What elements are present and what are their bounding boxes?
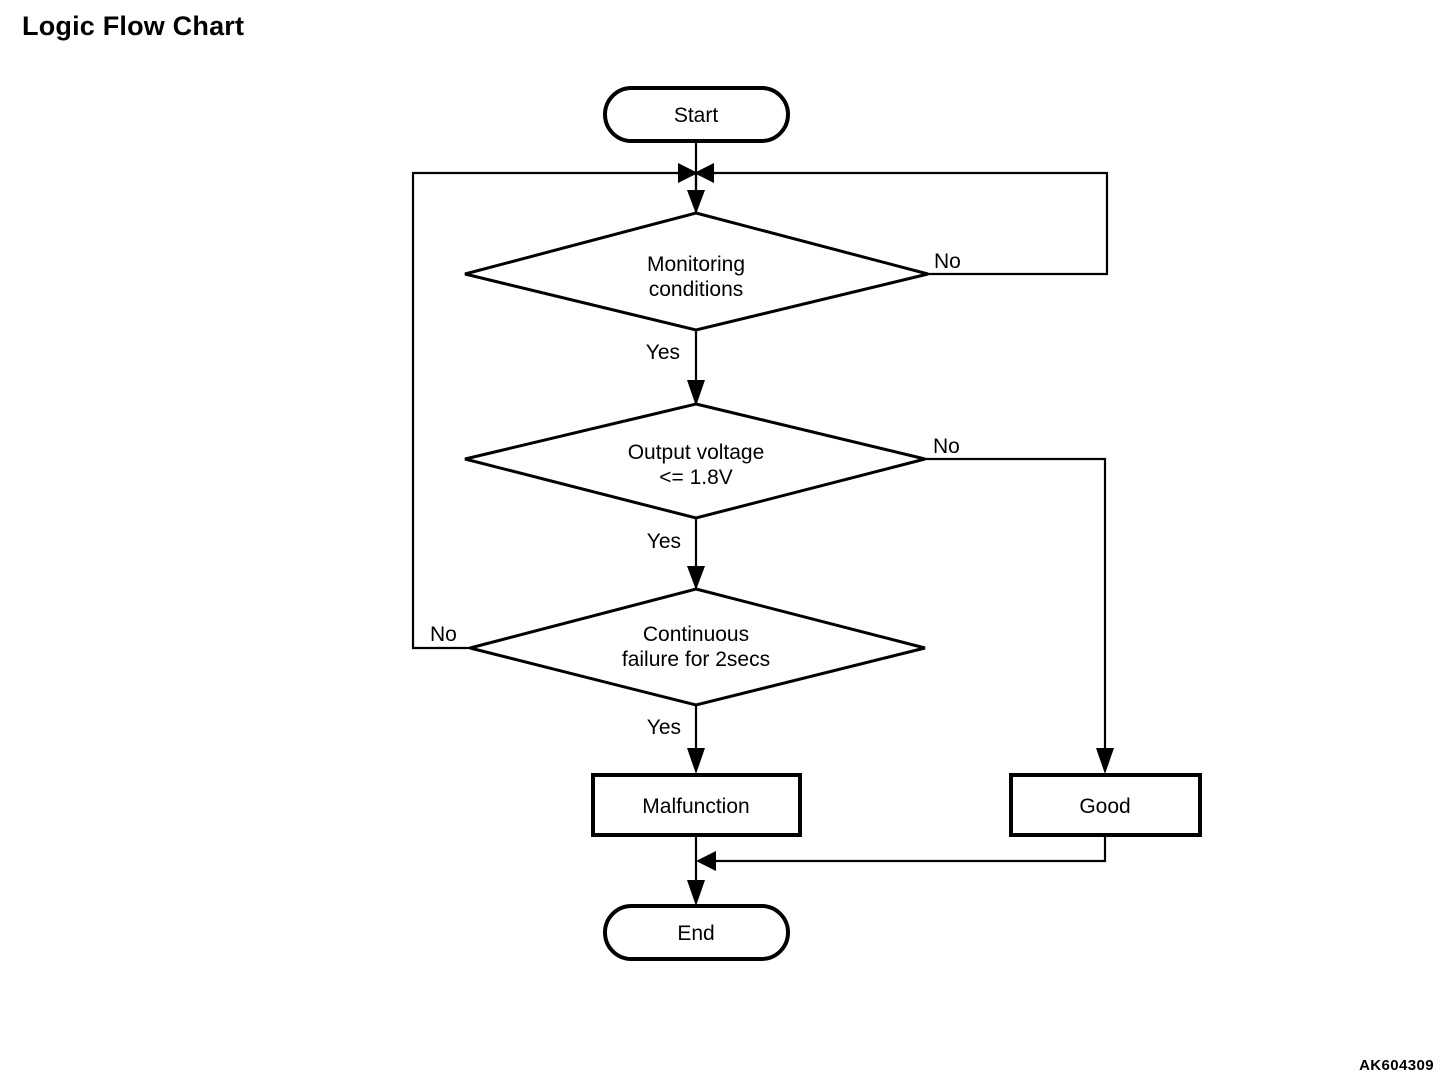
arrowhead-into-voltage [687,380,705,406]
continuous-failure-shape [469,587,926,707]
output-voltage-label-line2: <= 1.8V [659,466,733,489]
edge-label-voltage-no: No [933,435,960,458]
arrowhead-into-failure [687,566,705,590]
node-malfunction[interactable]: Malfunction [591,773,802,837]
malfunction-shape [591,773,802,837]
edge-label-failure-no: No [430,623,457,646]
monitoring-conditions-shape [464,211,929,332]
malfunction-label: Malfunction [642,795,749,818]
output-voltage-label-line1: Output voltage [628,441,765,464]
page-title: Logic Flow Chart [22,11,245,41]
end-shape [603,904,790,961]
arrowhead-good-merge [696,851,716,871]
arrowhead-into-good [1096,748,1114,774]
end-label: End [677,922,714,945]
arrowhead-into-malfunction [687,748,705,774]
continuous-failure-label-line2: failure for 2secs [622,648,770,671]
figure-code-label: AK604309 [1359,1057,1434,1074]
good-label: Good [1079,795,1130,818]
arrowhead-failure-no-loop [678,163,698,183]
monitoring-conditions-label-line1: Monitoring [647,253,745,276]
arrowhead-monitoring-no-loop [694,163,714,183]
start-shape [603,86,790,143]
node-end[interactable]: End [603,904,790,961]
connector-good-to-end [714,835,1107,863]
node-continuous-failure[interactable]: Continuous failure for 2secs [469,587,926,707]
continuous-failure-label-line1: Continuous [643,623,749,646]
edge-label-failure-yes: Yes [647,716,681,739]
edge-label-monitoring-no: No [934,250,961,273]
good-shape [1009,773,1202,837]
edge-label-monitoring-yes: Yes [646,341,680,364]
node-good[interactable]: Good [1009,773,1202,837]
start-label: Start [674,104,719,127]
node-output-voltage[interactable]: Output voltage <= 1.8V [464,402,926,520]
monitoring-conditions-label-line2: conditions [649,278,744,301]
node-start[interactable]: Start [603,86,790,143]
connector-failure-no-loop [411,171,678,650]
edge-label-voltage-yes: Yes [647,530,681,553]
arrowhead-into-end [687,880,705,906]
connector-voltage-no [925,457,1107,770]
node-monitoring-conditions[interactable]: Monitoring conditions [464,211,929,332]
output-voltage-shape [464,402,926,520]
arrowhead-into-monitoring [687,190,705,214]
connector-monitoring-no-loop [714,171,1109,276]
